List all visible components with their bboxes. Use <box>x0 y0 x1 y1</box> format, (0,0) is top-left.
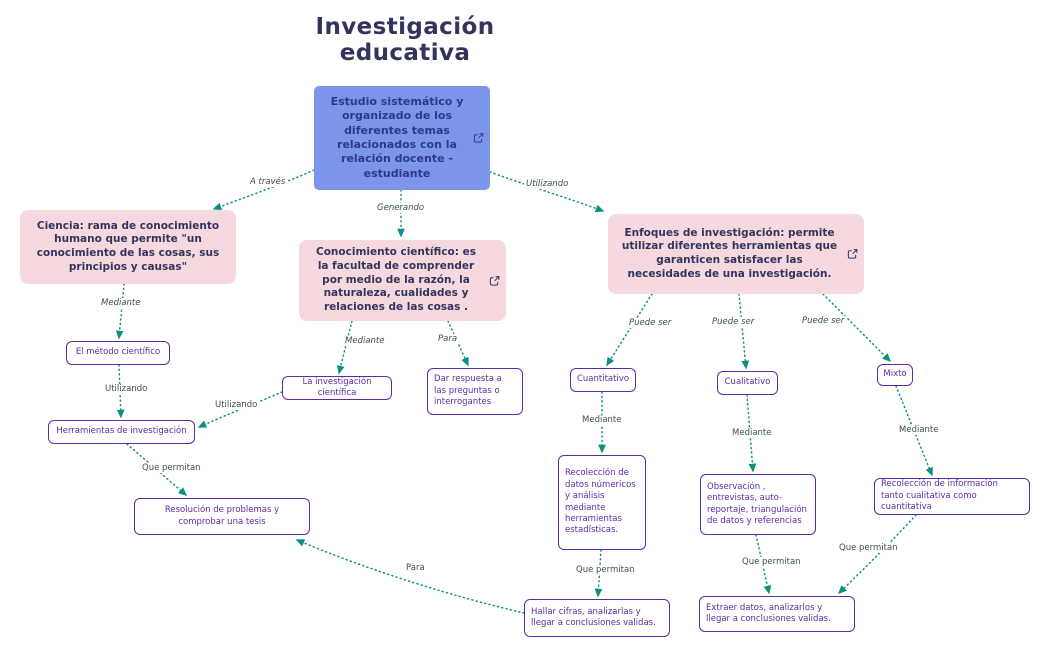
node-label: El método científico <box>75 347 161 358</box>
node-label: Cuantitativo <box>576 374 630 385</box>
node-metodo-cientifico[interactable]: El método científico <box>66 341 170 365</box>
node-enfoques[interactable]: Enfoques de investigación: permite utili… <box>608 214 864 294</box>
node-label: Dar respuesta a las preguntas o interrog… <box>434 374 502 408</box>
node-label: Recolección de datos númericos y análisi… <box>565 468 636 536</box>
node-label: Cualitativo <box>724 377 771 388</box>
map-title: Investigación educativa <box>315 14 495 67</box>
node-investigacion-cientifica[interactable]: La investigación científica <box>282 376 392 400</box>
node-conocimiento-cientifico[interactable]: Conocimiento científico: es la facultad … <box>299 240 506 321</box>
external-link-icon[interactable] <box>473 133 484 144</box>
node-cuantitativo[interactable]: Cuantitativo <box>570 368 636 392</box>
node-conocimiento-label: Conocimiento científico: es la facultad … <box>316 246 476 313</box>
node-ciencia[interactable]: Ciencia: rama de conocimiento humano que… <box>20 210 236 284</box>
edge-label-mediante: Mediante <box>730 428 774 438</box>
node-label: Resolución de problemas y comprobar una … <box>164 505 280 527</box>
node-ciencia-label: Ciencia: rama de conocimiento humano que… <box>36 219 220 273</box>
edge-label-mediante: Mediante <box>897 425 941 435</box>
edge-conocimiento-investigacion <box>336 320 353 375</box>
node-hallar-cifras[interactable]: Hallar cifras, analizarlas y llegar a co… <box>524 599 670 637</box>
edge-label-para: Para <box>436 334 460 344</box>
node-recoleccion-datos[interactable]: Recolección de datos númericos y análisi… <box>558 455 646 550</box>
node-root-topic[interactable]: Estudio sistemático y organizado de los … <box>314 86 490 190</box>
node-observacion-entrevistas[interactable]: Observación , entrevistas, auto-reportaj… <box>700 474 816 535</box>
node-extraer-datos[interactable]: Extraer datos, analizarlos y llegar a co… <box>699 596 855 632</box>
node-label: Mixto <box>883 369 907 380</box>
edge-label-utilizando: Utilizando <box>524 179 571 189</box>
edge-label-que-permitan: Que permitan <box>574 565 637 575</box>
edge-label-mediante: Mediante <box>343 336 387 346</box>
node-label: Observación , entrevistas, auto-reportaj… <box>707 481 807 526</box>
edge-label-para: Para <box>404 563 427 573</box>
edge-enfoques-cuantitativo <box>606 293 653 367</box>
edge-root-ciencia <box>212 169 315 211</box>
edge-observacion-extraer <box>755 534 772 595</box>
edge-cualitativo-observacion <box>746 394 757 473</box>
edge-root-enfoques <box>489 171 605 213</box>
edge-label-que-permitan: Que permitan <box>740 557 803 567</box>
edge-label-utilizando: Utilizando <box>103 384 150 394</box>
edge-hallar-resolucion <box>295 539 525 614</box>
edge-label-puede-ser: Puede ser <box>710 317 757 327</box>
edge-label-generando: Generando <box>375 203 427 213</box>
node-dar-respuesta[interactable]: Dar respuesta a las preguntas o interrog… <box>427 368 523 415</box>
edge-ciencia-metodo <box>115 283 125 340</box>
edge-recinfo-extraer <box>837 514 917 595</box>
edge-enfoques-cualitativo <box>738 293 750 370</box>
edge-label-a-traves: A través <box>248 177 288 187</box>
external-link-icon[interactable] <box>489 275 500 286</box>
edge-label-que-permitan: Que permitan <box>140 463 203 473</box>
node-label: La investigación científica <box>302 376 372 398</box>
node-label: Recolección de información tanto cualita… <box>881 479 998 513</box>
edge-label-puede-ser: Puede ser <box>800 316 847 326</box>
node-root-label: Estudio sistemático y organizado de los … <box>330 95 464 180</box>
node-label: Extraer datos, analizarlos y llegar a co… <box>706 602 831 624</box>
node-mixto[interactable]: Mixto <box>877 364 913 386</box>
node-enfoques-label: Enfoques de investigación: permite utili… <box>621 226 838 280</box>
node-resolucion-problemas[interactable]: Resolución de problemas y comprobar una … <box>134 498 310 535</box>
edge-label-utilizando: Utilizando <box>213 400 260 410</box>
edge-label-puede-ser: Puede ser <box>627 318 674 328</box>
node-recoleccion-informacion[interactable]: Recolección de información tanto cualita… <box>874 478 1030 515</box>
edge-label-mediante: Mediante <box>99 298 143 308</box>
node-cualitativo[interactable]: Cualitativo <box>717 371 778 395</box>
external-link-icon[interactable] <box>847 249 858 260</box>
edge-label-que-permitan: Que permitan <box>837 543 900 553</box>
edge-conocimiento-darrespuesta <box>447 320 469 367</box>
node-label: Herramientas de investigación <box>56 426 187 437</box>
edge-enfoques-mixto <box>822 293 892 363</box>
edge-label-mediante: Mediante <box>580 415 624 425</box>
node-herramientas-investigacion[interactable]: Herramientas de investigación <box>48 420 195 444</box>
node-label: Hallar cifras, analizarlas y llegar a co… <box>531 606 656 628</box>
